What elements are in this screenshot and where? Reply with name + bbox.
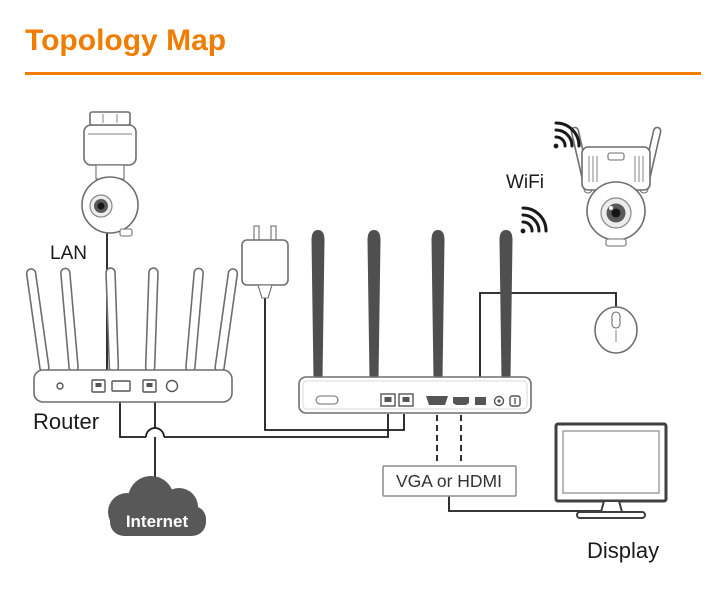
wifi-signal-icon [520, 206, 548, 234]
router-antenna [185, 267, 204, 373]
router-port-pin [95, 383, 102, 387]
camera-body [83, 124, 137, 166]
display-label: Display [587, 538, 659, 563]
nvr-body [298, 376, 532, 414]
wifi-arc [521, 213, 541, 233]
wifi-arc [554, 135, 567, 148]
plug-prong [270, 225, 277, 241]
cable-crossover-hop [145, 427, 165, 438]
wifi-camera-bottom-tab [605, 238, 627, 247]
power-adapter [241, 225, 289, 299]
plug-prong [253, 225, 260, 241]
camera-bottom-tab [119, 228, 133, 237]
mouse-scroll-wheel [611, 311, 621, 329]
wifi-signal-icon [553, 121, 581, 149]
wifi-dot [520, 228, 526, 234]
monitor-screen [562, 430, 660, 494]
nvr-power-jack-pin [497, 399, 501, 403]
router-body [33, 369, 233, 403]
wifi-arc [521, 206, 548, 233]
camera-mount-bracket [89, 111, 131, 126]
wifi-arc [521, 220, 534, 233]
wifi-dot [553, 143, 559, 149]
nvr-hdmi-port [453, 397, 469, 405]
nvr [298, 230, 532, 414]
page-title: Topology Map [25, 24, 227, 57]
nvr-ethernet-pin [402, 397, 410, 402]
router-led [56, 382, 64, 390]
camera-lens-inner [97, 202, 105, 210]
adapter-cable-boot [257, 284, 273, 299]
nvr-front-face [302, 380, 528, 410]
speaker-grille-left [588, 156, 598, 182]
vga-hdmi-box [382, 465, 517, 497]
router-antenna [25, 268, 50, 373]
wifi-arc [554, 121, 581, 148]
internet-cloud: Internet [108, 476, 206, 536]
title-underline [25, 72, 701, 75]
wifi-arc [554, 128, 574, 148]
mouse-cable-line [479, 292, 617, 377]
wifi-camera [570, 126, 662, 247]
nvr-antenna [367, 230, 381, 378]
wifi-camera-lens-highlight [609, 206, 613, 210]
router-nvr-line [119, 402, 389, 438]
internet-label: Internet [126, 512, 189, 531]
monitor-stand [599, 500, 624, 513]
connection-lines [106, 233, 617, 512]
speaker-grille-right [634, 156, 644, 182]
vga-hdmi-label: VGA or HDMI [396, 471, 502, 491]
nvr-display-line [448, 496, 601, 512]
nvr-usb-port [475, 397, 486, 405]
router-port-pin [146, 383, 153, 387]
nvr-antenna [311, 230, 325, 378]
router-label: Router [33, 409, 99, 434]
cloud-base [110, 508, 206, 536]
router-antenna [60, 267, 79, 373]
monitor-base [576, 511, 646, 519]
nvr-ir-window [315, 395, 339, 405]
display-monitor [554, 422, 668, 519]
wifi-camera-top-detail [607, 152, 625, 161]
nvr-ethernet-pin [384, 397, 392, 402]
router-antenna [144, 267, 159, 373]
router-port-wide [111, 380, 131, 392]
adapter-body [241, 239, 289, 286]
lan-label: LAN [50, 243, 87, 264]
nvr-antenna [431, 230, 445, 378]
router-button [165, 379, 179, 393]
nvr-antenna [499, 230, 513, 378]
power-cable-line [264, 298, 405, 431]
ptz-camera-lan [81, 111, 139, 237]
nvr-vga-port [426, 396, 448, 405]
router [25, 267, 239, 403]
vga-hdmi-callout: VGA or HDMI [382, 465, 517, 497]
router-antenna [214, 268, 239, 373]
wifi-camera-lens-inner [611, 208, 621, 218]
wifi-label: WiFi [506, 172, 544, 193]
usb-mouse [594, 306, 638, 354]
